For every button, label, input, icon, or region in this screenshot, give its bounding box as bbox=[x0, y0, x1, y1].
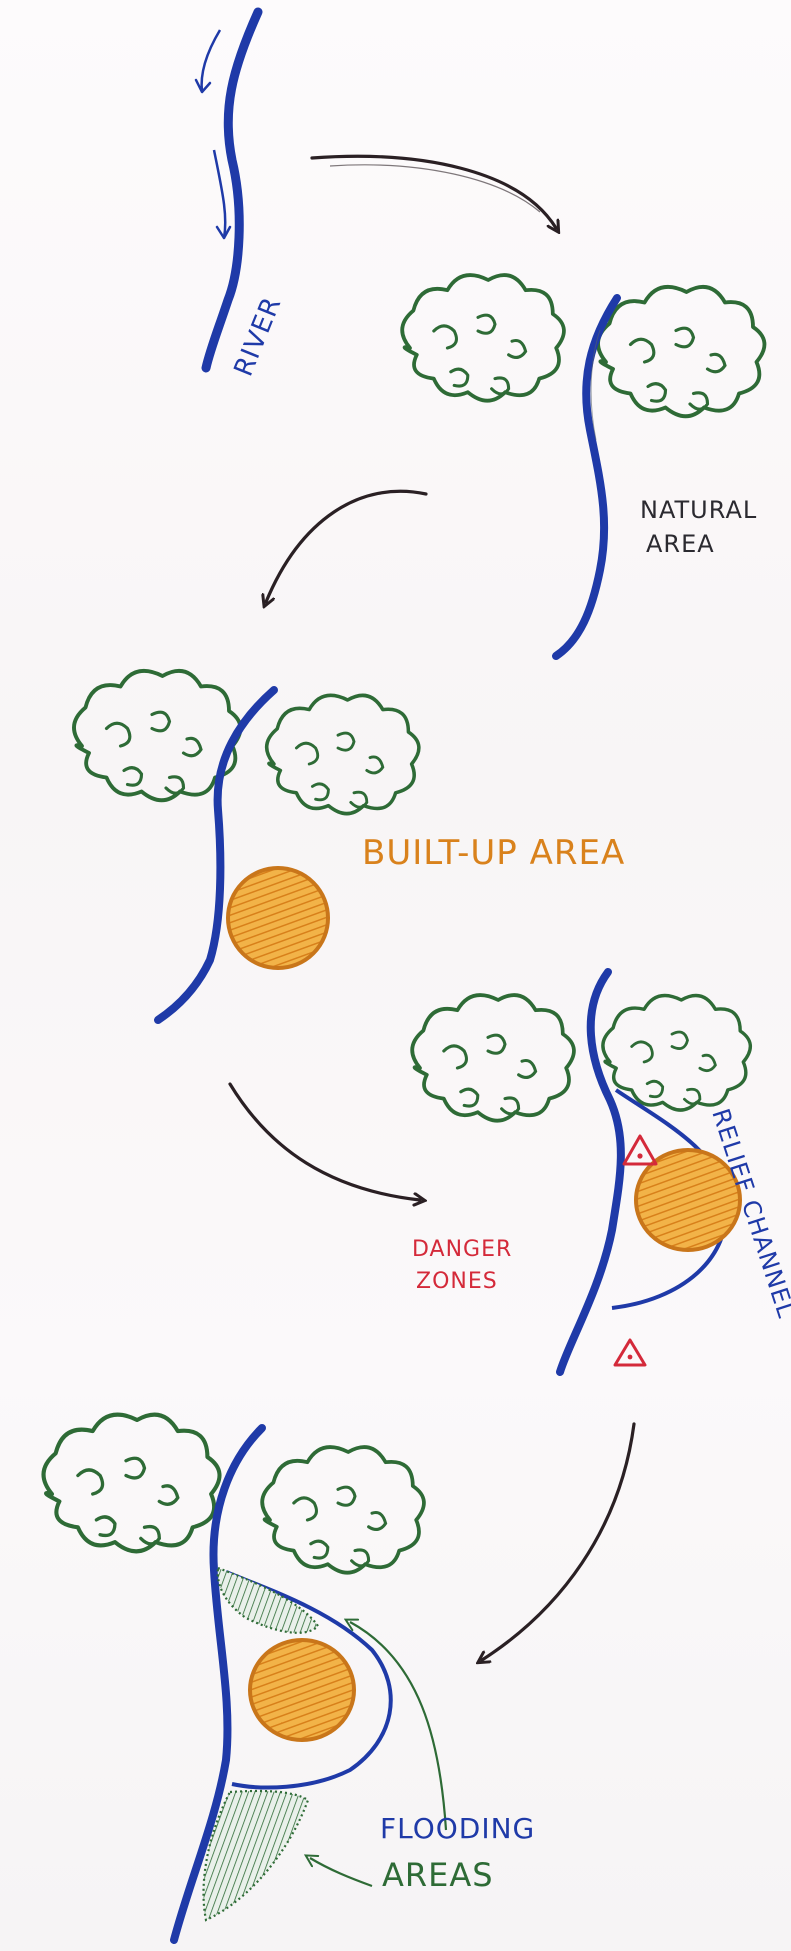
flow-arrow-2 bbox=[266, 491, 426, 602]
flooding-area-lower bbox=[203, 1791, 308, 1920]
forest-left-4 bbox=[412, 995, 574, 1121]
flooding-areas-label-line2: AREAS bbox=[382, 1856, 494, 1894]
forest-left-2 bbox=[402, 275, 564, 401]
stage-river: RIVER bbox=[196, 12, 288, 381]
warning-triangle-icon bbox=[624, 1136, 656, 1164]
built-up-area-shape bbox=[228, 868, 328, 968]
danger-zones-label-line2: ZONES bbox=[416, 1269, 498, 1294]
stage-built-up-area: BUILT-UP AREA bbox=[74, 671, 625, 1020]
stage-relief-channel: DANGER ZONES RELIEF CHANNEL bbox=[412, 972, 791, 1372]
natural-area-label-line1: NATURAL bbox=[640, 496, 757, 524]
danger-zones-label-line1: DANGER bbox=[412, 1237, 512, 1262]
forest-left-5 bbox=[44, 1415, 220, 1552]
flow-arrow-4 bbox=[482, 1424, 634, 1660]
built-up-area-shape-5 bbox=[250, 1640, 354, 1740]
river-stage2 bbox=[556, 298, 617, 656]
forest-right-4 bbox=[603, 995, 750, 1110]
river-label: RIVER bbox=[229, 292, 288, 380]
forest-right-2 bbox=[598, 287, 764, 416]
river-stage4 bbox=[560, 972, 621, 1372]
flooding-pointer-lower bbox=[310, 1858, 372, 1886]
forest-right-5 bbox=[262, 1447, 424, 1573]
river-flow-arrow-2 bbox=[214, 150, 225, 238]
natural-area-label-line2: AREA bbox=[646, 530, 715, 558]
flooding-areas-label-line1: FLOODING bbox=[380, 1812, 535, 1845]
forest-right-3 bbox=[267, 695, 419, 813]
flow-arrow-1 bbox=[312, 156, 556, 228]
warning-triangle-icon bbox=[615, 1340, 645, 1365]
river-stage3 bbox=[158, 690, 274, 1020]
built-up-area-label: BUILT-UP AREA bbox=[362, 833, 625, 873]
flow-arrow-3 bbox=[230, 1084, 420, 1200]
stage-natural-area: NATURAL AREA bbox=[402, 275, 764, 656]
flooding-area-upper bbox=[218, 1568, 318, 1633]
stage-flooding-areas: FLOODING AREAS bbox=[44, 1415, 536, 1940]
flooding-pointer-upper bbox=[350, 1622, 446, 1830]
